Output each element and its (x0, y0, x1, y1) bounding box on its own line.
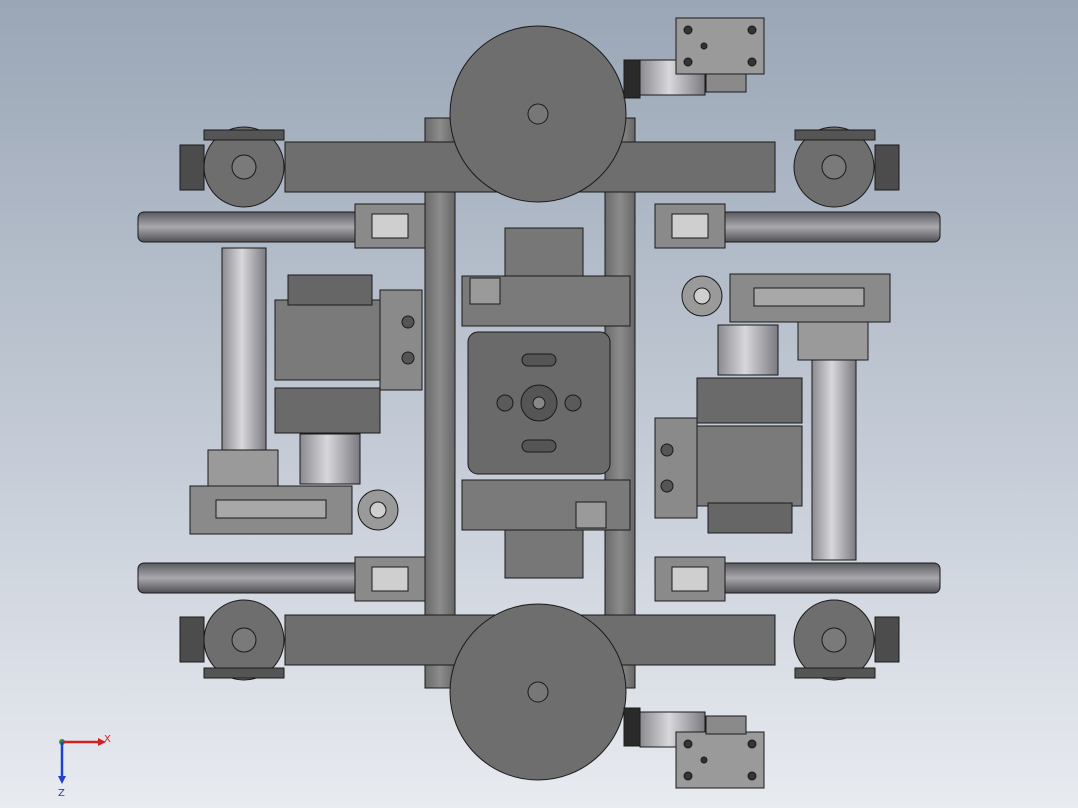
left-gearbox (189, 485, 399, 535)
bottom-right-bracket (623, 707, 765, 789)
x-axis-label: X (104, 734, 111, 745)
center-bolster (461, 227, 631, 579)
axle-box-top-left (354, 203, 426, 249)
right-drive-shaft (797, 321, 869, 561)
wheel-top-left (137, 211, 361, 243)
bottom-brake-disc (449, 603, 627, 781)
axle-box-top-right (654, 203, 726, 249)
wheel-top-right (719, 211, 941, 243)
z-axis-arrow (58, 776, 66, 784)
right-traction-motor (654, 324, 803, 534)
axle-box-bottom-right (654, 556, 726, 602)
frame-longitudinal-beams (424, 117, 636, 689)
top-right-bracket (623, 17, 765, 99)
z-axis-label: Z (58, 788, 65, 799)
top-brake-disc (449, 25, 627, 203)
axle-box-bottom-left (354, 556, 426, 602)
x-axis-arrow (98, 738, 106, 746)
right-gearbox (681, 273, 891, 323)
wheel-bottom-left (137, 562, 361, 594)
coordinate-triad: X Z (58, 734, 111, 799)
wheel-bottom-right (719, 562, 941, 594)
left-traction-motor (274, 274, 423, 485)
left-drive-shaft (207, 247, 279, 489)
